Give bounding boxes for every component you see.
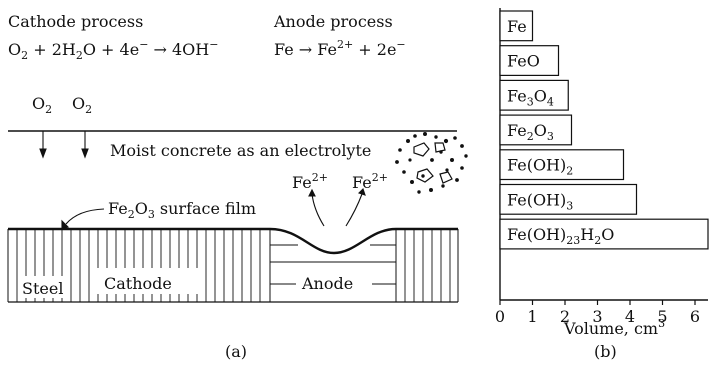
panel-b-caption: (b) — [594, 342, 617, 361]
oxygen-label-1: O2 — [32, 94, 52, 116]
cathode-reaction-equation: O2 + 2H2O + 4e− → 4OH− — [8, 38, 218, 62]
x-tick-label-6: 6 — [690, 307, 700, 326]
bar-label-4: Fe(OH)2 — [507, 156, 573, 178]
panel-a-caption: (a) — [225, 342, 247, 361]
bar-label-5: Fe(OH)3 — [507, 190, 573, 212]
ion-release-arrows — [309, 189, 365, 226]
x-tick-label-0: 0 — [495, 307, 505, 326]
bar-label-1: FeO — [507, 52, 540, 71]
surface-film-pointer — [62, 209, 104, 229]
surface-film-label: Fe2O3 surface film — [108, 199, 256, 221]
oxygen-diffusion-arrows — [40, 131, 88, 157]
anode-reaction-equation: Fe → Fe2+ + 2e− — [274, 38, 406, 59]
anode-label: Anode — [301, 274, 353, 293]
x-tick-label-1: 1 — [527, 307, 537, 326]
electrolyte-label: Moist concrete as an electrolyte — [110, 141, 371, 160]
ferrous-ion-label-1: Fe2+ — [292, 171, 328, 192]
x-axis-label: Volume, cm3 — [563, 317, 665, 338]
panel-b-volume-chart: FeFeOFe3O4Fe2O3Fe(OH)2Fe(OH)3Fe(OH)23H2O… — [495, 8, 708, 361]
cathode-process-title: Cathode process — [8, 12, 143, 31]
concrete-aggregate-illustration — [396, 133, 468, 194]
steel-hatching-right — [405, 229, 450, 302]
anode-process-title: Anode process — [273, 12, 393, 31]
panel-a: Cathode process O2 + 2H2O + 4e− → 4OH− A… — [8, 12, 467, 361]
cathode-label: Cathode — [104, 274, 172, 293]
ferrous-ion-label-2: Fe2+ — [352, 171, 388, 192]
oxygen-label-2: O2 — [72, 94, 92, 116]
bar-label-0: Fe — [507, 17, 527, 36]
steel-label: Steel — [22, 279, 63, 298]
